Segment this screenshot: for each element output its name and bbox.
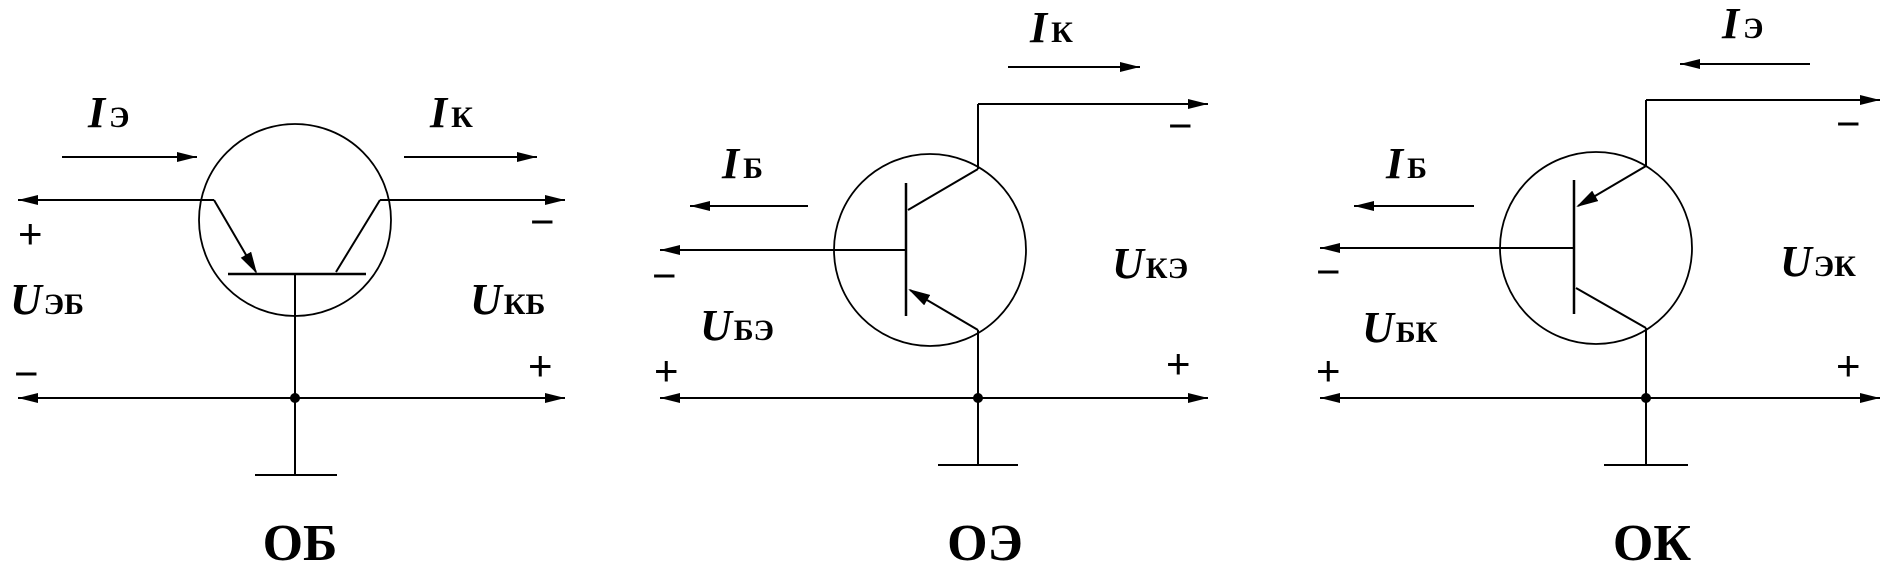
collector-lead bbox=[907, 168, 979, 211]
polarity-sign: + bbox=[1166, 340, 1191, 387]
voltage-label: UБК bbox=[1362, 303, 1438, 352]
polarity-sign: + bbox=[18, 210, 43, 257]
polarity-sign: + bbox=[654, 347, 679, 394]
polarity-sign: − bbox=[14, 350, 39, 397]
emitter-lead bbox=[908, 288, 979, 331]
voltage-label: UКБ bbox=[470, 275, 545, 324]
voltage-label: UБЭ bbox=[700, 301, 774, 350]
polarity-sign: + bbox=[1316, 347, 1341, 394]
polarity-sign: − bbox=[1168, 102, 1193, 149]
voltage-label: UКЭ bbox=[1112, 239, 1188, 288]
polarity-sign: − bbox=[652, 252, 677, 299]
junction-dot bbox=[290, 393, 300, 403]
circuit-caption: ОЭ bbox=[947, 515, 1023, 571]
voltage-label: UЭБ bbox=[10, 275, 84, 324]
polarity-sign: − bbox=[530, 198, 555, 245]
circuit-caption: ОК bbox=[1613, 515, 1691, 571]
collector-lead bbox=[335, 199, 381, 273]
emitter-lead bbox=[213, 199, 258, 274]
polarity-sign: − bbox=[1836, 100, 1861, 147]
polarity-sign: + bbox=[1836, 342, 1861, 389]
polarity-sign: + bbox=[528, 342, 553, 389]
junction-dot bbox=[1641, 393, 1651, 403]
collector-lead bbox=[1575, 287, 1647, 329]
circuit-caption: ОБ bbox=[263, 515, 338, 571]
polarity-sign: − bbox=[1316, 248, 1341, 295]
emitter-lead bbox=[1576, 165, 1647, 208]
junction-dot bbox=[973, 393, 983, 403]
voltage-label: UЭК bbox=[1780, 237, 1856, 286]
